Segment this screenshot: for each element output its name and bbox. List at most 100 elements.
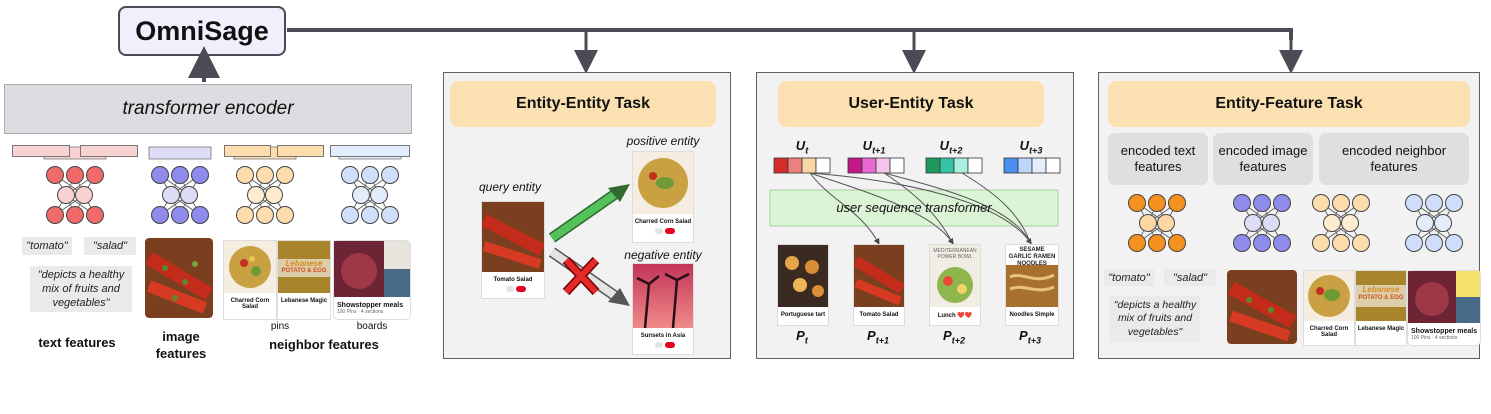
graph-node [1273, 234, 1291, 252]
graph-node [1332, 194, 1350, 212]
chip-salad: "salad" [84, 237, 136, 255]
graph-node [171, 206, 189, 224]
power-bowl-overlay: MEDITERRANEAN POWER BOWL [933, 248, 977, 260]
cap-boards: boards [356, 321, 388, 332]
ef-pin-title-corn: Charred Corn Salad [1309, 326, 1349, 338]
u-label-t2: Ut+2 [939, 138, 963, 156]
graph-node [341, 166, 359, 184]
ef-pin-corn: Charred Corn Salad [1303, 270, 1355, 346]
ue-pin-title-t: Portuguese tart [780, 312, 826, 318]
ef-lebanese-image [1356, 271, 1406, 321]
graph-node [1323, 214, 1341, 232]
graph-node [1128, 234, 1146, 252]
ue-pin-title-t3: Noodles Simple [1009, 312, 1055, 318]
graph-node [180, 186, 198, 204]
graph-node [1233, 194, 1251, 212]
lebanese-overlay-1: Lebanese [285, 259, 323, 268]
text-bar-2 [80, 145, 138, 157]
ef-pin-title-lebanese: Lebanese Magic [1357, 326, 1405, 332]
graph-node [1445, 234, 1463, 252]
graph-node [66, 166, 84, 184]
ef-task-title: Entity-Feature Task [1108, 81, 1470, 127]
embedding-ut1 [847, 157, 905, 174]
graph-node [1332, 234, 1350, 252]
graph-node [1262, 214, 1280, 232]
graph-node [1405, 194, 1423, 212]
graph-node [1425, 234, 1443, 252]
lebanese-image [278, 241, 330, 293]
graph-node [381, 166, 399, 184]
graph-node [1352, 194, 1370, 212]
graph-node [370, 186, 388, 204]
ef-board-meta: 100 Pins · 4 sections [1411, 335, 1458, 341]
graph-node [1312, 234, 1330, 252]
image-feature-graph [148, 146, 212, 224]
graph-node [247, 186, 265, 204]
graph-node [1168, 194, 1186, 212]
graph-node [1425, 194, 1443, 212]
cap-text-features: text features [38, 335, 116, 350]
graph-node [1434, 214, 1452, 232]
graph-node [265, 186, 283, 204]
graph-node [276, 206, 294, 224]
graph-node [191, 206, 209, 224]
ef-pin-lebanese: Lebanese POTATO & EGG Lebanese Magic [1355, 270, 1407, 346]
graph-node [381, 206, 399, 224]
ee-negative-label: negative entity [624, 248, 702, 262]
graph-node [1405, 234, 1423, 252]
p-label-t1: Pt+1 [867, 328, 889, 346]
graph-node [1352, 234, 1370, 252]
ef-chip-tomato: "tomato" [1104, 269, 1154, 286]
ue-pin-title-t2: Lunch ❤️❤️ [937, 313, 973, 319]
image-feature-photo [145, 238, 213, 318]
ee-query-pin-title: Tomato Salad [493, 277, 533, 283]
positive-arrow [548, 184, 630, 243]
ef-image-graph [1233, 194, 1291, 252]
ef-chip-salad: "salad" [1164, 269, 1216, 286]
embedding-ut2 [925, 157, 983, 174]
board-neighbor-graph [338, 146, 402, 224]
graph-node [57, 186, 75, 204]
graph-node [46, 206, 64, 224]
ef-image-feature-photo [1227, 270, 1297, 344]
ef-board-collage [1408, 271, 1480, 323]
graph-node [1148, 194, 1166, 212]
ef-description-chip: "depicts a healthy mix of fruits and veg… [1110, 296, 1200, 342]
pin-title-lebanese: Lebanese Magic [280, 298, 328, 304]
tomato-salad-image [481, 202, 545, 272]
graph-node [1157, 214, 1175, 232]
tomato-salad-image-ue [853, 245, 905, 307]
board-title: Showstopper meals [337, 302, 404, 309]
reject-x-icon [562, 256, 600, 296]
ef-board-card: Showstopper meals 100 Pins · 4 sections [1407, 270, 1481, 346]
text-bar-1 [12, 145, 70, 157]
cap-neighbor-features: neighbor features [269, 337, 379, 352]
pin-card-lebanese: Lebanese POTATO & EGG Lebanese Magic [277, 240, 331, 320]
ee-positive-pin-title: Charred Corn Salad [634, 219, 692, 225]
user-sequence-transformer: user sequence transformer [836, 200, 992, 215]
board-bar [330, 145, 410, 157]
encoded-neighbor-features: encoded neighbor features [1319, 133, 1469, 185]
sequence-flow-lines [809, 172, 1032, 245]
description-chip: "depicts a healthy mix of fruits and veg… [30, 266, 132, 312]
ef-lebanese-overlay-2: POTATO & EGG [1358, 295, 1404, 301]
graph-node [75, 186, 93, 204]
graph-node [236, 166, 254, 184]
graph-node [1445, 194, 1463, 212]
graph-node [171, 166, 189, 184]
ee-positive-pin: Charred Corn Salad [632, 151, 694, 243]
graph-node [86, 206, 104, 224]
graph-node [1128, 194, 1146, 212]
graph-node [151, 166, 169, 184]
graph-node [361, 166, 379, 184]
graph-node [66, 206, 84, 224]
cap-image-features: image features [155, 329, 207, 361]
graph-node [1416, 214, 1434, 232]
graph-node [46, 166, 64, 184]
ue-pin-t: Portuguese tart [777, 244, 829, 326]
graph-node [1273, 194, 1291, 212]
embedding-ut3 [1003, 157, 1061, 174]
graph-node [1312, 194, 1330, 212]
board-card: Showstopper meals 100 Pins · 4 sections [333, 240, 411, 320]
